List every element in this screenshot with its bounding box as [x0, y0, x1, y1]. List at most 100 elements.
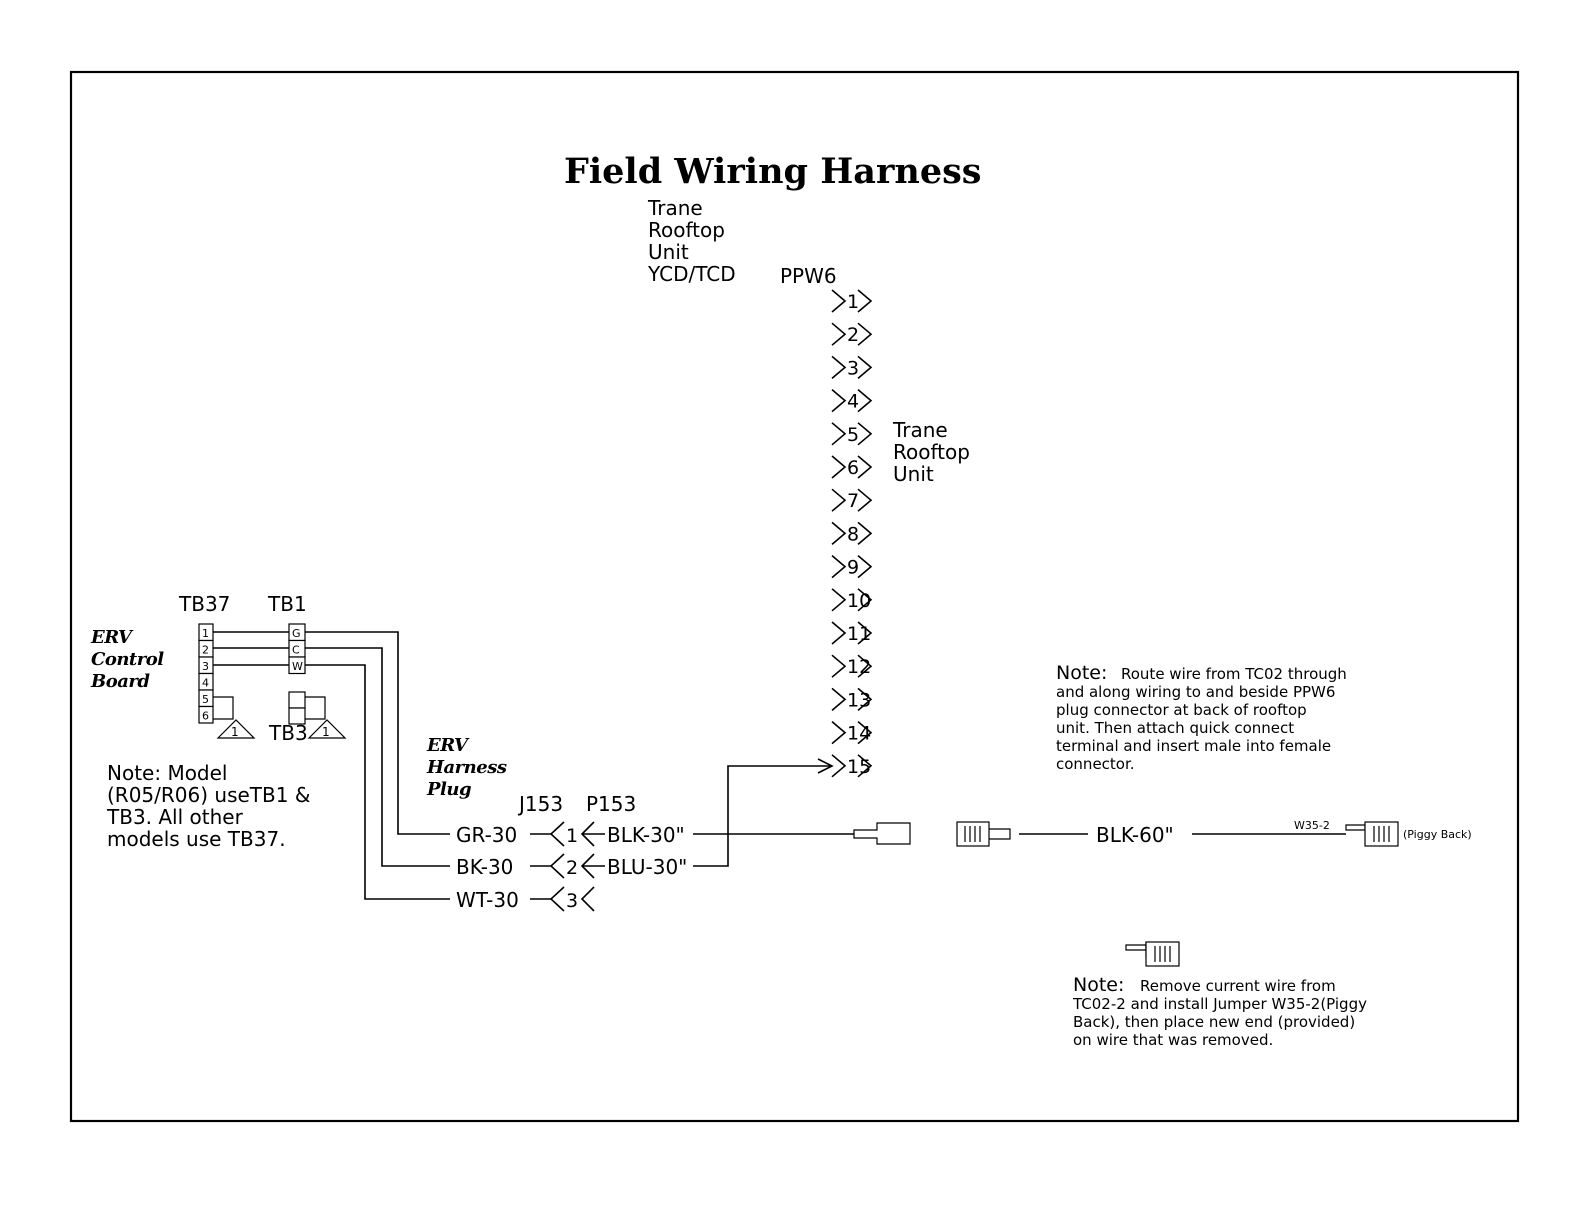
svg-text:7: 7	[847, 490, 859, 512]
svg-text:2: 2	[202, 644, 209, 657]
svg-text:GR-30: GR-30	[456, 823, 517, 847]
svg-text:TB3. All other: TB3. All other	[106, 805, 244, 829]
p153-label: P153	[586, 792, 636, 816]
ppw6-pin-8: 8	[831, 521, 873, 545]
svg-text:11: 11	[847, 623, 871, 645]
svg-text:Trane: Trane	[892, 418, 948, 442]
svg-text:4: 4	[847, 391, 859, 413]
svg-text:1: 1	[322, 725, 330, 739]
svg-text:ERV: ERV	[90, 627, 134, 648]
svg-text:Harness: Harness	[426, 757, 507, 778]
blk-60-label: BLK-60"	[1096, 823, 1174, 847]
model-note: Note: Model (R05/R06) useTB1 & TB3. All …	[106, 761, 310, 851]
svg-text:1: 1	[847, 291, 859, 313]
tb37-terminal-2: 2	[198, 639, 214, 658]
svg-text:5: 5	[847, 424, 859, 446]
svg-text:4: 4	[202, 677, 209, 690]
erv-harness-plug-label: ERV Harness Plug	[426, 735, 507, 800]
tb1-label: TB1	[267, 592, 307, 616]
svg-text:Back), then place new end (pro: Back), then place new end (provided)	[1073, 1013, 1355, 1031]
ppw6-pin-13: 13	[831, 687, 873, 711]
svg-text:8: 8	[847, 523, 859, 545]
svg-text:Trane: Trane	[647, 196, 703, 220]
svg-text:6: 6	[202, 710, 209, 723]
svg-text:BLU-30": BLU-30"	[607, 855, 687, 879]
tb37-terminal-5: 5	[198, 689, 214, 708]
svg-text:Note: Model: Note: Model	[107, 761, 228, 785]
svg-text:5: 5	[202, 693, 209, 706]
j153-label: J153	[517, 792, 563, 816]
svg-text:13: 13	[847, 689, 871, 711]
svg-text:connector.: connector.	[1056, 755, 1135, 773]
quick-connect-female-icon	[956, 821, 1011, 847]
tb1-terminal-w: W	[288, 656, 306, 675]
tb37-terminal-4: 4	[198, 672, 214, 691]
svg-text:(R05/R06) useTB1 &: (R05/R06) useTB1 &	[107, 783, 310, 807]
svg-text:models use TB37.: models use TB37.	[107, 827, 286, 851]
harness-wire-2: BK-30 2 BLU-30"	[456, 758, 834, 879]
svg-text:Rooftop: Rooftop	[893, 440, 970, 464]
ppw6-pin-14: 14	[831, 720, 873, 745]
svg-text:Plug: Plug	[426, 779, 471, 800]
svg-text:Note:: Note:	[1056, 662, 1107, 684]
svg-text:W: W	[292, 660, 303, 673]
svg-text:12: 12	[847, 656, 871, 678]
piggy-back-label: (Piggy Back)	[1403, 828, 1472, 841]
tb37-jumper	[213, 696, 234, 720]
rooftop-unit-label-top: Trane Rooftop Unit YCD/TCD	[647, 196, 736, 286]
warning-triangle-icon: 1	[307, 719, 347, 739]
w35-2-label: W35-2	[1294, 819, 1330, 832]
ppw6-pin-7: 7	[831, 488, 873, 512]
quick-connect-male-icon	[853, 822, 911, 845]
svg-text:ERV: ERV	[426, 735, 470, 756]
tb37-terminal-1: 1	[198, 623, 214, 642]
erv-control-board-label: ERV Control Board	[90, 627, 165, 692]
svg-text:Rooftop: Rooftop	[648, 218, 725, 242]
svg-text:Remove current wire from: Remove current wire from	[1140, 977, 1336, 995]
tb3-terminal-block	[288, 691, 326, 725]
ppw6-pin-2: 2	[831, 322, 873, 346]
svg-text:BLK-30": BLK-30"	[607, 823, 685, 847]
svg-text:1: 1	[202, 627, 209, 640]
svg-text:unit. Then attach quick conne: unit. Then attach quick connect	[1056, 719, 1294, 737]
ppw6-pin-10: 10	[831, 588, 873, 612]
ppw6-label: PPW6	[780, 264, 837, 288]
svg-text:and along wiring to and beside: and along wiring to and beside PPW6	[1056, 683, 1335, 701]
svg-text:Unit: Unit	[893, 462, 934, 486]
svg-text:6: 6	[847, 457, 859, 479]
svg-text:10: 10	[847, 590, 871, 612]
svg-text:TC02-2 and install Jumper W35-: TC02-2 and install Jumper W35-2(Piggy	[1072, 995, 1367, 1013]
tb1-terminal-g: G	[288, 623, 306, 642]
svg-text:Unit: Unit	[648, 240, 689, 264]
ppw6-pin-5: 5	[831, 422, 873, 446]
tb37-terminal-3: 3	[198, 656, 214, 675]
svg-text:1: 1	[231, 725, 239, 739]
warning-triangle-icon: 1	[216, 719, 256, 739]
svg-text:plug connector at back of roof: plug connector at back of rooftop	[1056, 701, 1307, 719]
svg-text:15: 15	[847, 756, 871, 778]
harness-wire-3: WT-30 3	[456, 886, 595, 912]
harness-wire-1: GR-30 1 BLK-30"	[456, 821, 854, 847]
svg-text:3: 3	[202, 660, 209, 673]
svg-text:Note:: Note:	[1073, 974, 1124, 996]
tb1-terminal-block: GCW	[288, 623, 306, 675]
route-wire-note: Note: Route wire from TC02 through and a…	[1056, 662, 1347, 773]
svg-text:WT-30: WT-30	[456, 888, 519, 912]
diagram-title: Field Wiring Harness	[564, 151, 982, 192]
svg-text:9: 9	[847, 557, 859, 579]
svg-text:C: C	[292, 644, 300, 657]
remove-wire-note: Note: Remove current wire from TC02-2 an…	[1072, 974, 1367, 1049]
svg-text:2: 2	[566, 857, 578, 879]
piggy-back-connector-icon	[1345, 821, 1399, 847]
board-wires	[213, 631, 450, 900]
jumper-connector-icon	[1125, 941, 1180, 967]
tb37-label: TB37	[178, 592, 230, 616]
svg-text:YCD/TCD: YCD/TCD	[647, 262, 736, 286]
tb1-terminal-c: C	[288, 639, 306, 658]
drawing-border	[69, 70, 1520, 1123]
ppw6-pin-3: 3	[831, 355, 873, 379]
ppw6-pin-12: 12	[831, 654, 873, 678]
svg-text:1: 1	[566, 825, 578, 847]
tb37-terminal-6: 6	[198, 705, 214, 724]
